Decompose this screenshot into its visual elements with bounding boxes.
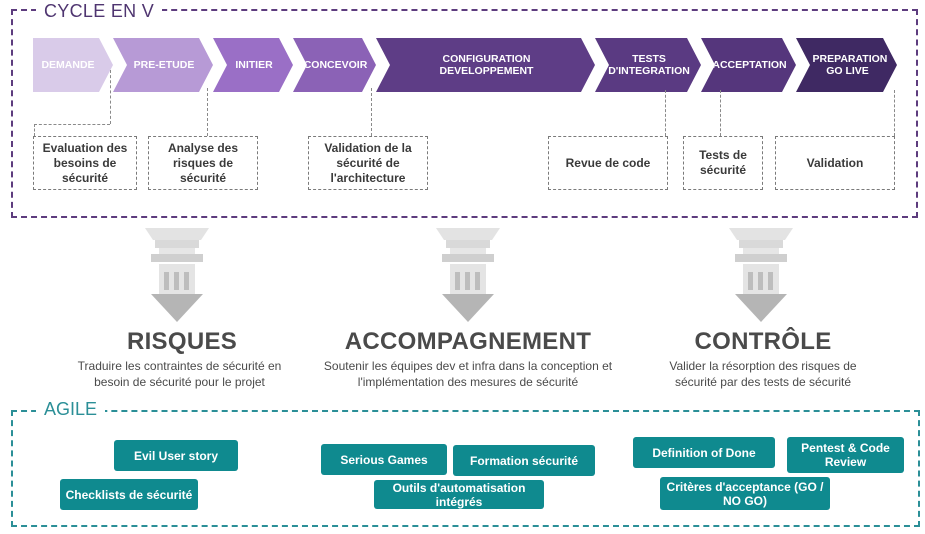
- pillar-title-risques: RISQUES: [126, 328, 238, 355]
- phase-label: ACCEPTATION: [712, 59, 787, 71]
- phase-configuration-developpement: CONFIGURATION DEVELOPPEMENT: [376, 38, 595, 92]
- tag-definition-of-done: Definition of Done: [633, 437, 775, 468]
- connector-line: [34, 124, 35, 136]
- phase-tests-integration: TESTS D'INTEGRATION: [595, 38, 701, 92]
- box-validation: Validation: [775, 136, 895, 190]
- phase-label: DEMANDE: [41, 59, 95, 71]
- connector-line: [110, 70, 111, 124]
- box-label: Validation de la sécurité de l'architect…: [324, 140, 412, 185]
- tag-serious-games: Serious Games: [321, 444, 447, 475]
- phase-pre-etude: PRE-ETUDE: [113, 38, 213, 92]
- pillar-title-accompagnement: ACCOMPAGNEMENT: [344, 328, 592, 355]
- connector-line: [720, 90, 721, 136]
- box-label: Evaluation des besoins de sécurité: [42, 140, 128, 185]
- connector-line: [207, 88, 208, 136]
- pillar-icon: [729, 228, 793, 322]
- box-label: Analyse des risques de sécurité: [167, 140, 239, 185]
- box-analyse-risques: Analyse des risques de sécurité: [148, 136, 258, 190]
- pillar-icon: [436, 228, 500, 322]
- cycle-en-v-frame: [11, 9, 918, 218]
- connector-line: [34, 124, 110, 125]
- tag-formation-securite: Formation sécurité: [453, 445, 595, 476]
- phase-preparation-go-live: PREPARATION GO LIVE: [796, 38, 897, 92]
- phase-label: CONFIGURATION DEVELOPPEMENT: [439, 53, 534, 77]
- phase-label: TESTS D'INTEGRATION: [608, 53, 690, 77]
- tag-outils-automatisation: Outils d'automatisation intégrés: [374, 480, 544, 509]
- phase-label: CONCEVOIR: [303, 59, 368, 71]
- connector-line: [371, 88, 372, 136]
- agile-title: AGILE: [36, 398, 106, 420]
- pillar-text-risques: Traduire les contraintes de sécurité en …: [77, 359, 282, 389]
- pillar-text-accompagnement: Soutenir les équipes dev et infra dans l…: [323, 359, 613, 389]
- tag-criteres-acceptance: Critères d'acceptance (GO / NO GO): [660, 477, 830, 510]
- phase-demande: DEMANDE: [33, 38, 113, 92]
- box-validation-architecture: Validation de la sécurité de l'architect…: [308, 136, 428, 190]
- phase-label: PRE-ETUDE: [133, 59, 195, 71]
- connector-line: [894, 90, 895, 136]
- pillar-icon: [145, 228, 209, 322]
- pillar-text-controle: Valider la résorption des risques de séc…: [669, 359, 857, 389]
- tag-checklists-securite: Checklists de sécurité: [60, 479, 198, 510]
- tag-evil-user-story: Evil User story: [114, 440, 238, 471]
- box-evaluation-besoins: Evaluation des besoins de sécurité: [33, 136, 137, 190]
- cycle-en-v-title: CYCLE EN V: [36, 0, 163, 22]
- box-tests-securite: Tests de sécurité: [683, 136, 763, 190]
- pillar-title-controle: CONTRÔLE: [694, 328, 832, 355]
- box-label: Revue de code: [565, 155, 651, 170]
- box-label: Tests de sécurité: [699, 148, 747, 177]
- phase-acceptation: ACCEPTATION: [701, 38, 796, 92]
- box-revue-code: Revue de code: [548, 136, 668, 190]
- box-label: Validation: [806, 155, 864, 170]
- tag-pentest-code-review: Pentest & Code Review: [787, 437, 904, 473]
- phase-label: INITIER: [235, 59, 273, 71]
- connector-line: [665, 90, 666, 136]
- agile-frame: [11, 410, 920, 527]
- phase-label: PREPARATION GO LIVE: [812, 53, 888, 77]
